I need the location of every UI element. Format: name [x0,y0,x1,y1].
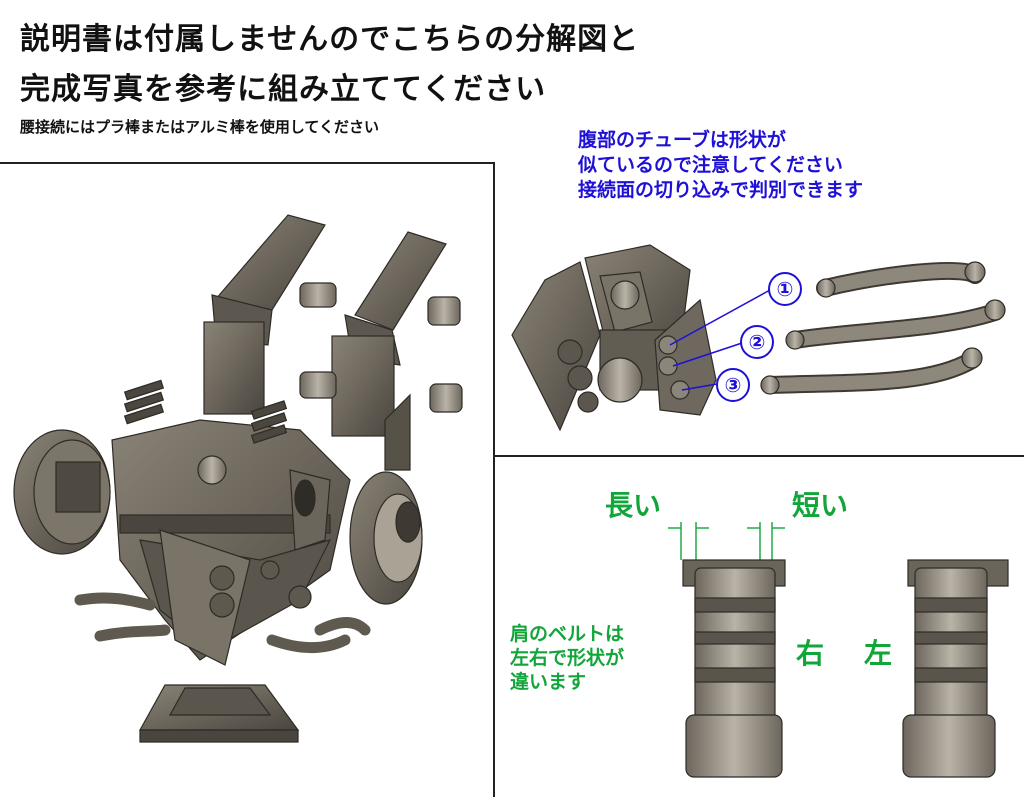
tube-note-line: 似ているので注意してください [578,154,843,176]
long-label: 長い [605,489,662,522]
abdomen-tube-diagram [511,244,1006,432]
title-line-2: 完成写真を参考に組み立ててください [20,72,547,107]
tube-note: 腹部のチューブは形状が 似ているので注意してください 接続面の切り込みで判別でき… [578,128,863,203]
belt-note: 肩のベルトは 左右で形状が 違います [510,622,624,694]
callout-1: ① [768,272,802,306]
right-label: 右 [796,637,825,670]
left-panel-top-border [0,162,494,164]
short-label: 短い [792,489,849,522]
belt-note-line: 違います [510,671,587,693]
panel-divider-horizontal [493,455,1024,457]
belt-note-line: 肩のベルトは [510,623,625,645]
shoulder-belt-diagram [668,522,1009,778]
title-line-1: 説明書は付属しませんのでこちらの分解図と [20,22,640,57]
exploded-torso-view [13,214,463,743]
left-label: 左 [864,637,893,670]
waist-connection-note: 腰接続にはプラ棒またはアルミ棒を使用してください [20,118,379,136]
tube-note-line: 腹部のチューブは形状が [578,129,786,151]
belt-note-line: 左右で形状が [510,647,625,669]
callout-3: ③ [716,368,750,402]
tube-note-line: 接続面の切り込みで判別できます [578,179,864,201]
callout-2: ② [740,325,774,359]
panel-divider-vertical [493,162,495,797]
